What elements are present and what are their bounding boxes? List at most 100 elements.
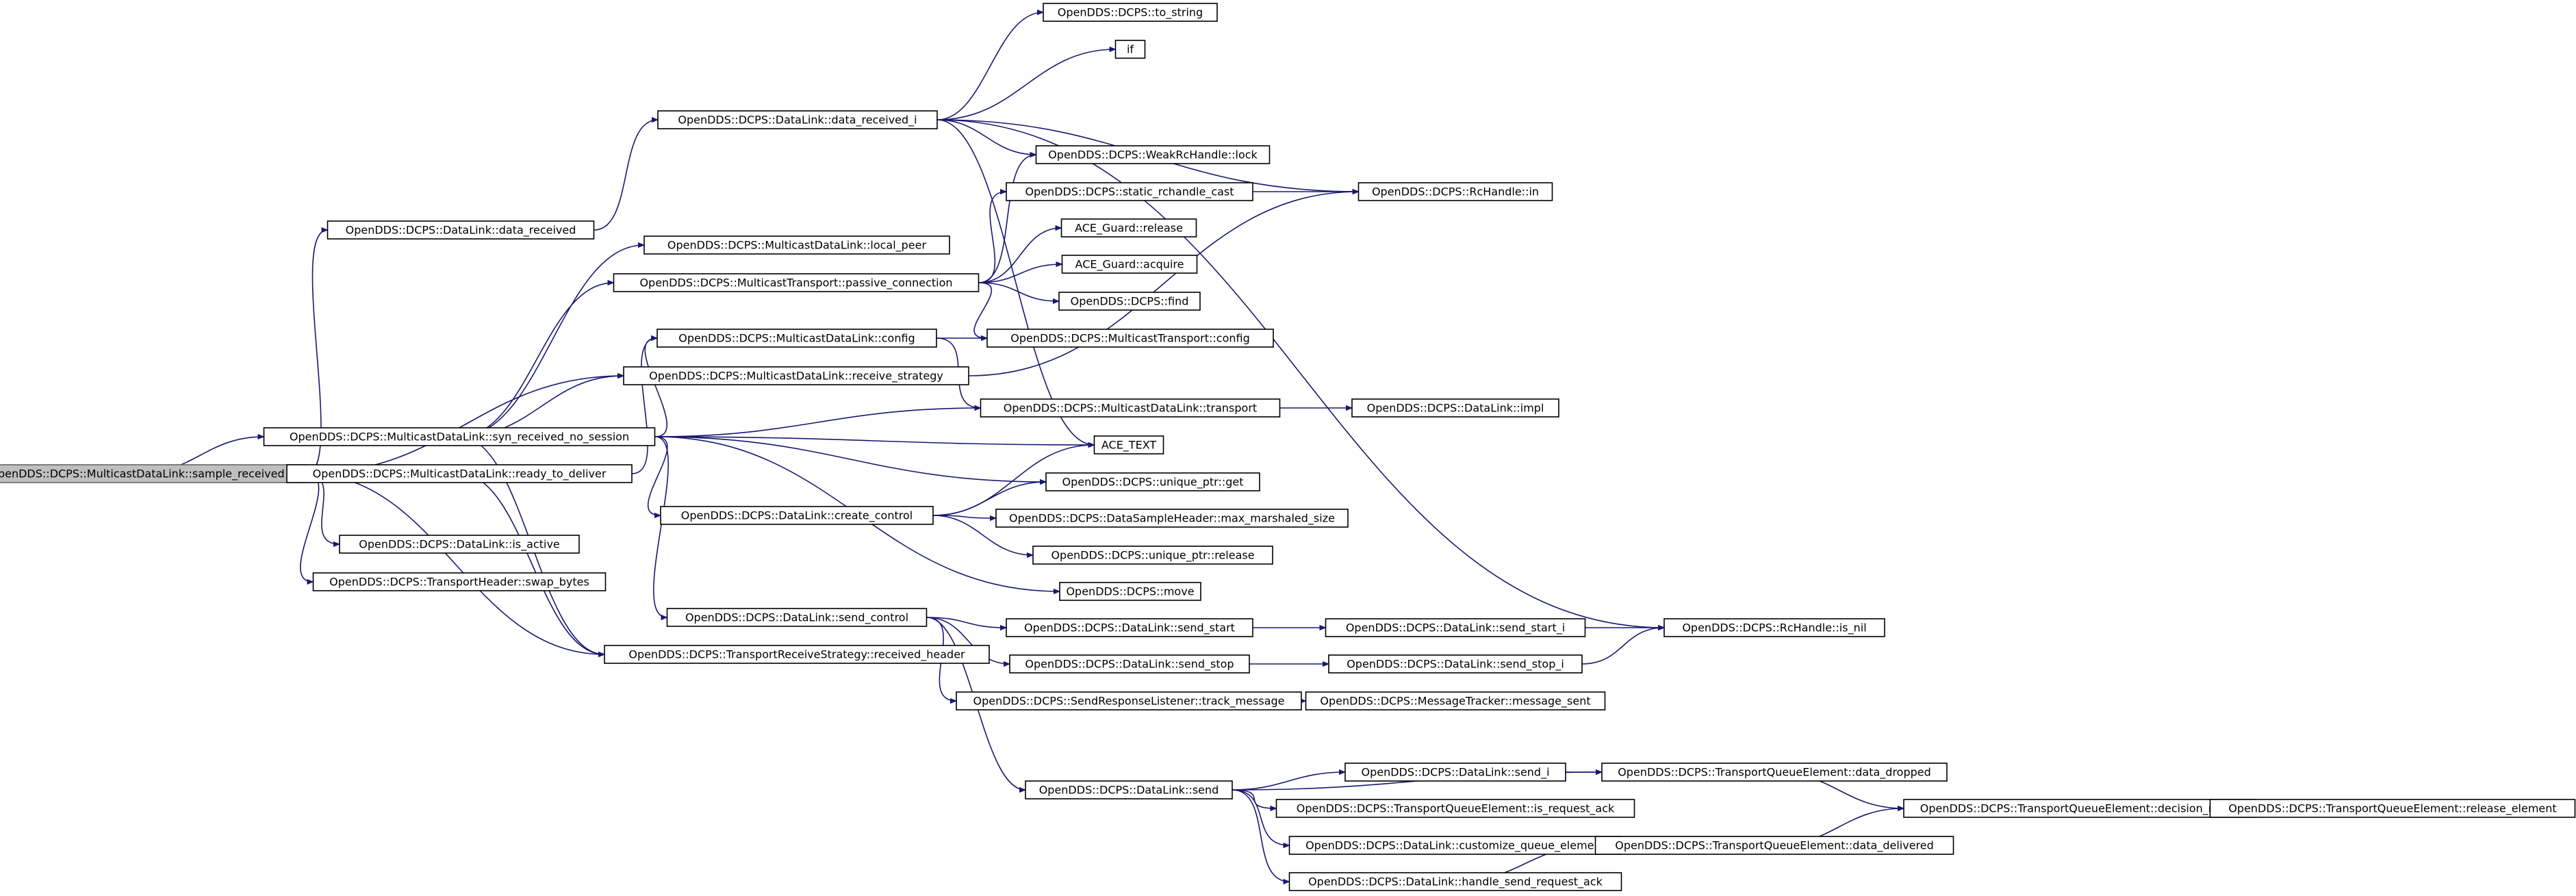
edge-n12-to-n9 — [978, 264, 1062, 283]
node-opendds-dcps-transportqueueelement-data-dropped[interactable]: OpenDDS::DCPS::TransportQueueElement::da… — [1601, 763, 1948, 782]
node-opendds-dcps-datalink-create-control[interactable]: OpenDDS::DCPS::DataLink::create_control — [660, 506, 934, 525]
node-box — [1305, 691, 1606, 711]
node-opendds-dcps-datalink-data-received-i[interactable]: OpenDDS::DCPS::DataLink::data_received_i — [657, 110, 938, 129]
node-opendds-dcps-multicastdatalink-local-peer[interactable]: OpenDDS::DCPS::MulticastDataLink::local_… — [643, 235, 950, 255]
edge-n18-to-n11 — [459, 245, 644, 437]
node-opendds-dcps-unique-ptr-release[interactable]: OpenDDS::DCPS::unique_ptr::release — [1032, 546, 1273, 565]
edge-n18-to-n22 — [647, 436, 668, 515]
node-opendds-dcps-static-rchandle-cast[interactable]: OpenDDS::DCPS::static_rchandle_cast — [1006, 182, 1253, 201]
node-opendds-dcps-datalink-is-active[interactable]: OpenDDS::DCPS::DataLink::is_active — [339, 535, 580, 554]
node-label: OpenDDS::DCPS::MulticastDataLink::transp… — [1004, 402, 1257, 415]
node-label: OpenDDS::DCPS::DataLink::create_control — [681, 509, 913, 523]
node-opendds-dcps-unique-ptr-get[interactable]: OpenDDS::DCPS::unique_ptr::get — [1045, 472, 1260, 491]
node-opendds-dcps-multicastdatalink-sample-received[interactable]: OpenDDS::DCPS::MulticastDataLink::sample… — [0, 464, 307, 483]
node-box — [1351, 398, 1559, 418]
node-label: OpenDDS::DCPS::DataLink::send_i — [1361, 766, 1549, 780]
node-label: OpenDDS::DCPS::TransportHeader::swap_byt… — [329, 576, 589, 589]
node-opendds-dcps-rchandle-is-nil[interactable]: OpenDDS::DCPS::RcHandle::is_nil — [1663, 618, 1885, 637]
node-box — [666, 608, 928, 627]
node-opendds-dcps-multicastdatalink-syn-received-no-session[interactable]: OpenDDS::DCPS::MulticastDataLink::syn_re… — [263, 427, 656, 446]
node-opendds-dcps-datalink-send[interactable]: OpenDDS::DCPS::DataLink::send — [1025, 780, 1233, 799]
edge-n39-to-n45 — [1232, 789, 1290, 882]
node-label: OpenDDS::DCPS::DataLink::handle_send_req… — [1308, 875, 1603, 889]
node-box — [1061, 255, 1198, 274]
node-opendds-dcps-rchandle-in[interactable]: OpenDDS::DCPS::RcHandle::in — [1357, 182, 1553, 201]
node-opendds-dcps-multicastdatalink-receive-strategy[interactable]: OpenDDS::DCPS::MulticastDataLink::receiv… — [623, 366, 969, 385]
edge-n39-to-n43 — [1232, 789, 1290, 845]
node-opendds-dcps-transportheader-swap-bytes[interactable]: OpenDDS::DCPS::TransportHeader::swap_byt… — [312, 572, 607, 591]
node-opendds-dcps-datalink-send-stop[interactable]: OpenDDS::DCPS::DataLink::send_stop — [1009, 654, 1250, 674]
node-label: OpenDDS::DCPS::MulticastDataLink::receiv… — [649, 370, 943, 383]
node-opendds-dcps-transportqueueelement-data-delivered[interactable]: OpenDDS::DCPS::TransportQueueElement::da… — [1594, 836, 1954, 855]
node-box — [286, 464, 633, 483]
node-box — [643, 235, 950, 255]
node-opendds-dcps-multicastdatalink-config[interactable]: OpenDDS::DCPS::MulticastDataLink::config — [656, 329, 937, 348]
node-opendds-dcps-datalink-data-received[interactable]: OpenDDS::DCPS::DataLink::data_received — [327, 220, 595, 240]
node-box — [656, 329, 937, 348]
node-if[interactable]: if — [1114, 40, 1146, 59]
node-opendds-dcps-transportqueueelement-release-element[interactable]: OpenDDS::DCPS::TransportQueueElement::re… — [2209, 799, 2576, 818]
edge-n12-to-n6 — [978, 192, 1007, 283]
node-box — [1288, 836, 1622, 855]
node-box — [1663, 618, 1885, 637]
node-label: OpenDDS::DCPS::MulticastDataLink::sample… — [0, 468, 285, 481]
node-opendds-dcps-multicastdatalink-ready-to-deliver[interactable]: OpenDDS::DCPS::MulticastDataLink::ready_… — [286, 464, 633, 483]
node-opendds-dcps-datasampleheader-max-marshaled-size[interactable]: OpenDDS::DCPS::DataSampleHeader::max_mar… — [995, 509, 1349, 528]
node-opendds-dcps-datalink-send-i[interactable]: OpenDDS::DCPS::DataLink::send_i — [1344, 763, 1566, 782]
node-layer: OpenDDS::DCPS::MulticastDataLink::sample… — [0, 3, 2576, 891]
node-opendds-dcps-weakrchandle-lock[interactable]: OpenDDS::DCPS::WeakRcHandle::lock — [1035, 145, 1271, 164]
node-opendds-dcps-datalink-customize-queue-element[interactable]: OpenDDS::DCPS::DataLink::customize_queue… — [1288, 836, 1622, 855]
edge-n0-to-n32 — [305, 473, 604, 654]
node-box — [1006, 618, 1253, 637]
edge-n2-to-n4 — [936, 49, 1116, 120]
node-box — [1275, 799, 1635, 818]
node-label: OpenDDS::DCPS::TransportQueueElement::is… — [1297, 802, 1615, 816]
node-label: OpenDDS::DCPS::unique_ptr::get — [1062, 476, 1243, 489]
node-box — [312, 572, 607, 591]
node-opendds-dcps-multicasttransport-config[interactable]: OpenDDS::DCPS::MulticastTransport::confi… — [986, 329, 1274, 348]
node-opendds-dcps-move[interactable]: OpenDDS::DCPS::move — [1059, 582, 1201, 601]
node-box — [1288, 872, 1622, 891]
node-label: OpenDDS::DCPS::find — [1071, 295, 1189, 308]
edge-n2-to-n5 — [936, 119, 1036, 155]
node-label: OpenDDS::DCPS::DataLink::send_start — [1024, 622, 1235, 635]
edge-n12-to-n10 — [978, 282, 1060, 301]
node-box — [1328, 654, 1583, 674]
edge-n28-to-n29 — [926, 617, 1007, 628]
node-ace-text[interactable]: ACE_TEXT — [1093, 435, 1164, 455]
node-opendds-dcps-find[interactable]: OpenDDS::DCPS::find — [1058, 292, 1201, 311]
node-label: OpenDDS::DCPS::DataLink::data_received — [346, 224, 576, 238]
node-label: OpenDDS::DCPS::DataSampleHeader::max_mar… — [1009, 512, 1335, 526]
node-label: OpenDDS::DCPS::MulticastDataLink::config — [678, 332, 915, 345]
node-label: OpenDDS::DCPS::SendResponseListener::tra… — [973, 695, 1284, 708]
node-label: OpenDDS::DCPS::DataLink::data_received_i — [678, 114, 917, 127]
node-opendds-dcps-datalink-send-control[interactable]: OpenDDS::DCPS::DataLink::send_control — [666, 608, 928, 627]
node-opendds-dcps-transportqueueelement-decision-made[interactable]: OpenDDS::DCPS::TransportQueueElement::de… — [1903, 799, 2256, 818]
edge-n18-to-n21 — [654, 436, 1047, 482]
node-label: ACE_Guard::release — [1075, 222, 1183, 235]
node-box — [1032, 546, 1273, 565]
node-box — [986, 329, 1274, 348]
node-box — [1058, 292, 1201, 311]
node-opendds-dcps-datalink-handle-send-request-ack[interactable]: OpenDDS::DCPS::DataLink::handle_send_req… — [1288, 872, 1622, 891]
node-opendds-dcps-datalink-impl[interactable]: OpenDDS::DCPS::DataLink::impl — [1351, 398, 1559, 418]
node-opendds-dcps-transportreceivestrategy-received-header[interactable]: OpenDDS::DCPS::TransportReceiveStrategy:… — [604, 645, 990, 664]
node-opendds-dcps-messagetracker-message-sent[interactable]: OpenDDS::DCPS::MessageTracker::message_s… — [1305, 691, 1606, 711]
edge-n22-to-n21 — [932, 482, 1046, 516]
node-label: ACE_Guard::acquire — [1075, 258, 1184, 272]
node-opendds-dcps-datalink-send-start[interactable]: OpenDDS::DCPS::DataLink::send_start — [1006, 618, 1253, 637]
node-opendds-dcps-multicastdatalink-transport[interactable]: OpenDDS::DCPS::MulticastDataLink::transp… — [980, 398, 1281, 418]
node-ace-guard-release[interactable]: ACE_Guard::release — [1060, 218, 1197, 238]
node-opendds-dcps-sendresponselistener-track-message[interactable]: OpenDDS::DCPS::SendResponseListener::tra… — [956, 691, 1302, 711]
node-opendds-dcps-datalink-send-start-i[interactable]: OpenDDS::DCPS::DataLink::send_start_i — [1325, 618, 1586, 637]
node-opendds-dcps-to-string[interactable]: OpenDDS::DCPS::to_string — [1043, 3, 1218, 22]
node-opendds-dcps-datalink-send-stop-i[interactable]: OpenDDS::DCPS::DataLink::send_stop_i — [1328, 654, 1583, 674]
node-opendds-dcps-multicasttransport-passive-connection[interactable]: OpenDDS::DCPS::MulticastTransport::passi… — [613, 273, 980, 292]
node-box — [1060, 218, 1197, 238]
node-label: OpenDDS::DCPS::RcHandle::is_nil — [1682, 622, 1866, 635]
node-opendds-dcps-transportqueueelement-is-request-ack[interactable]: OpenDDS::DCPS::TransportQueueElement::is… — [1275, 799, 1635, 818]
edge-n2-to-n3 — [936, 12, 1043, 120]
node-label: OpenDDS::DCPS::static_rchandle_cast — [1025, 185, 1234, 199]
node-ace-guard-acquire[interactable]: ACE_Guard::acquire — [1061, 255, 1198, 274]
